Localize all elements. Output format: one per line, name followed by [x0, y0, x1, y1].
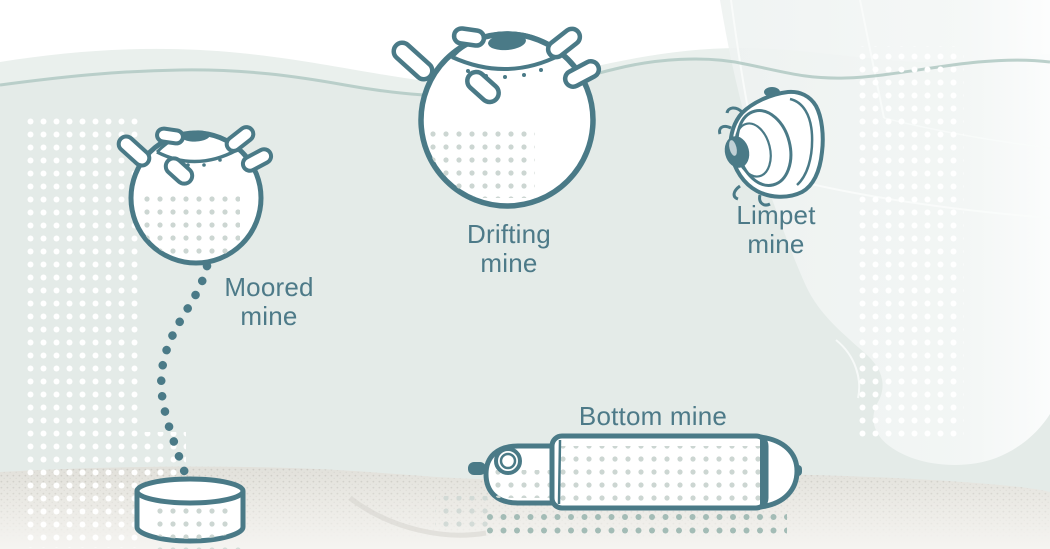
drifting-mine-illustration — [391, 26, 602, 209]
label-drifting-mine: Drifting mine — [467, 220, 551, 278]
contact-horn — [240, 147, 274, 173]
label-line: mine — [480, 248, 538, 278]
label-line: Limpet — [736, 200, 816, 230]
bottom-mine-illustration — [435, 433, 802, 538]
sand-ripple — [348, 496, 487, 538]
label-line: Bottom mine — [578, 401, 728, 431]
moored-mine-body — [116, 125, 274, 266]
contact-horn — [451, 26, 487, 48]
label-line: Moored — [224, 272, 314, 302]
nose-lug — [468, 462, 486, 475]
contact-horn — [545, 26, 583, 60]
label-moored-mine: Moored mine — [224, 273, 313, 331]
contact-horn — [465, 69, 501, 105]
label-line: mine — [747, 229, 805, 259]
limpet-mine-illustration — [718, 87, 825, 207]
contact-horn — [163, 156, 195, 186]
contact-horn — [391, 40, 435, 82]
label-bottom-mine: Bottom mine — [579, 402, 727, 431]
moored-mine-illustration — [116, 125, 274, 549]
contact-horn — [116, 134, 152, 168]
contact-horn — [155, 126, 185, 146]
mine-tail-cap — [757, 434, 800, 510]
label-line: mine — [240, 301, 298, 331]
label-limpet-mine: Limpet mine — [736, 201, 815, 259]
contact-horn — [562, 59, 602, 89]
label-line: Drifting — [467, 219, 551, 249]
contact-horn — [224, 125, 256, 153]
nose-ring — [494, 447, 522, 475]
anchor-weight — [134, 476, 246, 549]
halftone-dots — [26, 46, 964, 548]
mooring-chain — [157, 261, 212, 481]
